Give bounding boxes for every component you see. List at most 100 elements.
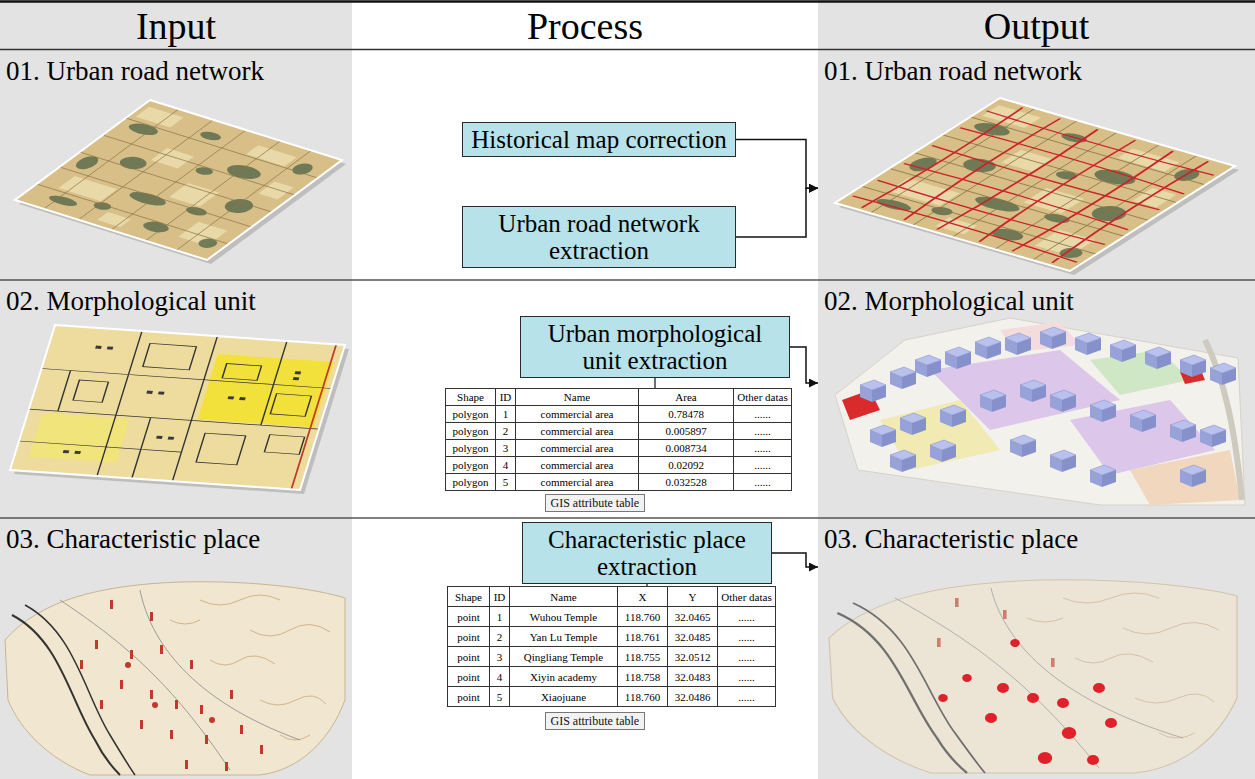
node-text: GIS attribute table (551, 496, 640, 510)
map-use (900, 413, 926, 435)
map-circle (209, 717, 215, 723)
map-rect (170, 730, 173, 739)
table-cell: commercial area (515, 473, 639, 491)
table-cell: polygon (445, 439, 496, 457)
map-use (1075, 333, 1101, 355)
map-use (1145, 347, 1171, 369)
table-cell: 118.760 (617, 686, 668, 707)
table-cell: 118.761 (617, 626, 668, 647)
map-rect (205, 735, 208, 744)
map-circle (1062, 727, 1076, 739)
table-cell: 32.0485 (667, 626, 718, 647)
map-g (80, 600, 263, 771)
map-use (5, 582, 345, 775)
map-rect (100, 700, 103, 709)
table-cell: commercial area (515, 405, 639, 423)
table-cell: ...... (717, 606, 776, 627)
map-rect (80, 660, 83, 669)
table-cell: Other datas (717, 586, 776, 607)
morphology-model (835, 318, 1245, 505)
historical-road-map (15, 100, 342, 260)
column-header: Output (818, 3, 1255, 49)
map-rect (225, 762, 228, 771)
map-use (890, 367, 916, 389)
table-cell: 4 (489, 666, 510, 687)
table-cell: 0.78478 (638, 405, 734, 423)
process-box: Historical map correction (462, 122, 736, 157)
table-cell: X (617, 586, 668, 607)
table-cell: point (447, 626, 490, 647)
map-use (1090, 465, 1116, 487)
map-circle (997, 683, 1009, 693)
table-cell: point (447, 666, 490, 687)
map-use (1040, 327, 1066, 349)
node-text: 01. Urban road network (824, 56, 1255, 87)
extracted-place-map (829, 580, 1237, 773)
node-text: Urban morphological unit extraction (527, 320, 783, 374)
map-polygon (1130, 450, 1240, 505)
table-cell: ...... (733, 439, 792, 457)
arrow-connector (772, 553, 818, 567)
map-path (843, 101, 1227, 267)
arrow-connector (736, 188, 818, 237)
map-rect (140, 720, 143, 729)
column-header: Process (352, 3, 818, 49)
table-cell: Xiaojuane (509, 686, 618, 707)
map-rect (1003, 610, 1007, 619)
table-cell: 3 (495, 439, 516, 457)
table-cell: 0.032528 (638, 473, 734, 491)
process-box: Urban road network extraction (462, 206, 736, 268)
map-use (1050, 390, 1076, 412)
map-g (937, 598, 1055, 667)
table-cell: 1 (495, 405, 516, 423)
map-rect (185, 760, 188, 769)
table-cell: ...... (717, 646, 776, 667)
table-cell: point (447, 686, 490, 707)
table-cell: 118.755 (617, 646, 668, 667)
map-circle (938, 694, 948, 702)
map-use (1020, 380, 1046, 402)
map-use (980, 390, 1006, 412)
map-circle (1105, 718, 1117, 728)
map-circle (985, 713, 997, 723)
map-use (10, 325, 345, 490)
map-use (1005, 333, 1031, 355)
column-header: Input (0, 3, 352, 49)
row-rule (0, 517, 1255, 519)
table-cell: Name (515, 388, 639, 406)
map-rect (190, 660, 193, 669)
node-text: GIS attribute table (551, 714, 640, 728)
table-cell: polygon (445, 473, 496, 491)
map-use (1010, 435, 1036, 457)
map-rect (937, 638, 941, 647)
input-cell: 03. Characteristic place (0, 518, 352, 779)
table-cell: Shape (447, 586, 490, 607)
map-border (15, 100, 342, 260)
map-g (938, 639, 1117, 765)
map-rect (130, 650, 133, 659)
extracted-road-map (835, 98, 1235, 271)
arrow-connector (790, 347, 818, 383)
arrow-connector (736, 140, 818, 189)
table-cell: 2 (495, 422, 516, 440)
map-circle (1087, 755, 1099, 765)
table-cell: 0.008734 (638, 439, 734, 457)
map-use (15, 100, 342, 260)
map-polygon (835, 318, 1245, 505)
node-text: 03. Characteristic place (824, 524, 1255, 555)
table-caption: GIS attribute table (545, 712, 646, 730)
table-cell: 5 (495, 473, 516, 491)
input-cell: 01. Urban road network (0, 50, 352, 280)
table-cell: Yan Lu Temple (509, 626, 618, 647)
table-cell: ...... (733, 422, 792, 440)
land-use-map (10, 325, 345, 490)
map-use (890, 450, 916, 472)
row-rule (0, 279, 1255, 281)
header-rule (0, 49, 1255, 51)
output-cell: 03. Characteristic place (818, 518, 1255, 779)
node-text: Urban road network extraction (469, 210, 729, 264)
table-cell: ...... (733, 405, 792, 423)
table-cell: 118.760 (617, 606, 668, 627)
table-cell: commercial area (515, 422, 639, 440)
map-polygon (1090, 350, 1190, 395)
